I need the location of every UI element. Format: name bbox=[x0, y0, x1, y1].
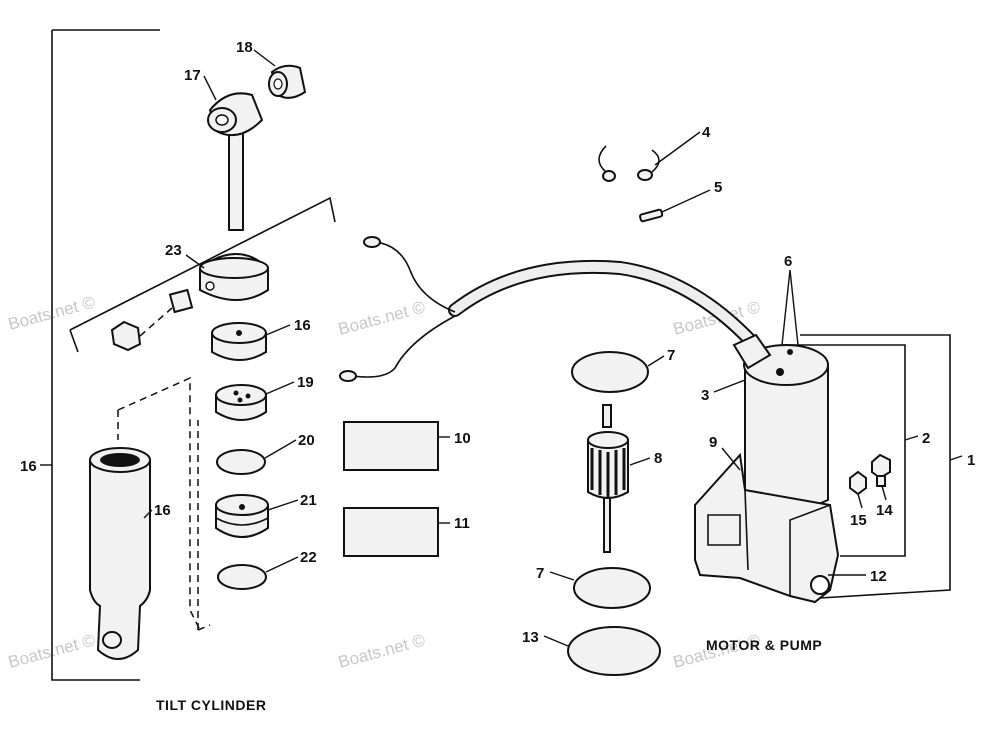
decal-10 bbox=[343, 421, 439, 471]
callout-15: 15 bbox=[850, 512, 867, 529]
rod-eye-17 bbox=[207, 92, 264, 231]
fitting-14 bbox=[871, 453, 891, 487]
motor-3 bbox=[732, 333, 829, 511]
retainer-clips-4 bbox=[598, 145, 660, 182]
bracket-2 bbox=[790, 344, 906, 557]
callout-22: 22 bbox=[300, 549, 317, 566]
watermark: Boats.net © bbox=[336, 297, 427, 339]
callout-2: 2 bbox=[922, 430, 930, 447]
watermark: Boats.net © bbox=[336, 630, 427, 672]
clamp-bracket-line bbox=[69, 196, 336, 331]
decal-11 bbox=[343, 507, 439, 557]
callout-19: 19 bbox=[297, 374, 314, 391]
callout-23: 23 bbox=[165, 242, 182, 259]
tilt-cylinder-caption: TILT CYLINDER bbox=[156, 697, 266, 713]
callout-21: 21 bbox=[300, 492, 317, 509]
bushing-18 bbox=[268, 64, 307, 99]
bolt bbox=[110, 307, 173, 352]
pin-5 bbox=[639, 208, 664, 223]
callout-16-washer: 16 bbox=[294, 317, 311, 334]
callout-13: 13 bbox=[522, 629, 539, 646]
callout-17: 17 bbox=[184, 67, 201, 84]
callout-14: 14 bbox=[876, 502, 893, 519]
callout-3: 3 bbox=[701, 387, 709, 404]
callout-16-group: 16 bbox=[20, 458, 37, 475]
callout-18: 18 bbox=[236, 39, 253, 56]
o-ring-7-bottom bbox=[573, 567, 651, 609]
o-ring-22 bbox=[217, 564, 267, 590]
piston-21 bbox=[215, 494, 269, 538]
tilt-cylinder-bracket bbox=[51, 30, 140, 681]
nut-15 bbox=[849, 470, 867, 496]
wire-harness bbox=[339, 236, 757, 382]
callout-9: 9 bbox=[709, 434, 717, 451]
clamp-23 bbox=[168, 253, 269, 314]
motor-pump-caption: MOTOR & PUMP bbox=[706, 637, 822, 653]
bracket-1 bbox=[800, 334, 951, 599]
washer-16 bbox=[211, 322, 267, 361]
o-ring-20 bbox=[216, 449, 266, 475]
callout-5: 5 bbox=[714, 179, 722, 196]
alignment-dash bbox=[197, 420, 211, 631]
cable-grommet bbox=[732, 333, 772, 370]
terminal bbox=[339, 370, 357, 382]
motor-pump-group bbox=[567, 333, 951, 676]
alignment-dash bbox=[117, 376, 201, 631]
callout-16-body: 16 bbox=[154, 502, 171, 519]
callout-1: 1 bbox=[967, 452, 975, 469]
gland-19 bbox=[215, 384, 267, 421]
callout-7-bottom: 7 bbox=[536, 565, 544, 582]
callouts: 1 2 3 4 5 6 7 7 8 9 10 11 12 13 14 15 16… bbox=[20, 39, 975, 646]
armature-8 bbox=[587, 404, 629, 553]
callout-6: 6 bbox=[784, 253, 792, 270]
pump-body-9 bbox=[694, 452, 840, 604]
terminal bbox=[363, 236, 381, 248]
tilt-cylinder-group bbox=[51, 29, 336, 681]
clamp-bracket-line-end bbox=[69, 329, 79, 353]
callout-7-top: 7 bbox=[667, 347, 675, 364]
o-ring-7-top bbox=[571, 351, 649, 393]
callout-20: 20 bbox=[298, 432, 315, 449]
o-ring-13 bbox=[567, 626, 661, 676]
callout-4: 4 bbox=[702, 124, 711, 141]
callout-11: 11 bbox=[454, 515, 470, 532]
callout-10: 10 bbox=[454, 430, 471, 447]
cylinder-body-16 bbox=[89, 447, 151, 660]
leader-lines bbox=[40, 49, 963, 647]
callout-12: 12 bbox=[870, 568, 887, 585]
callout-8: 8 bbox=[654, 450, 662, 467]
piston-rod bbox=[228, 124, 244, 231]
